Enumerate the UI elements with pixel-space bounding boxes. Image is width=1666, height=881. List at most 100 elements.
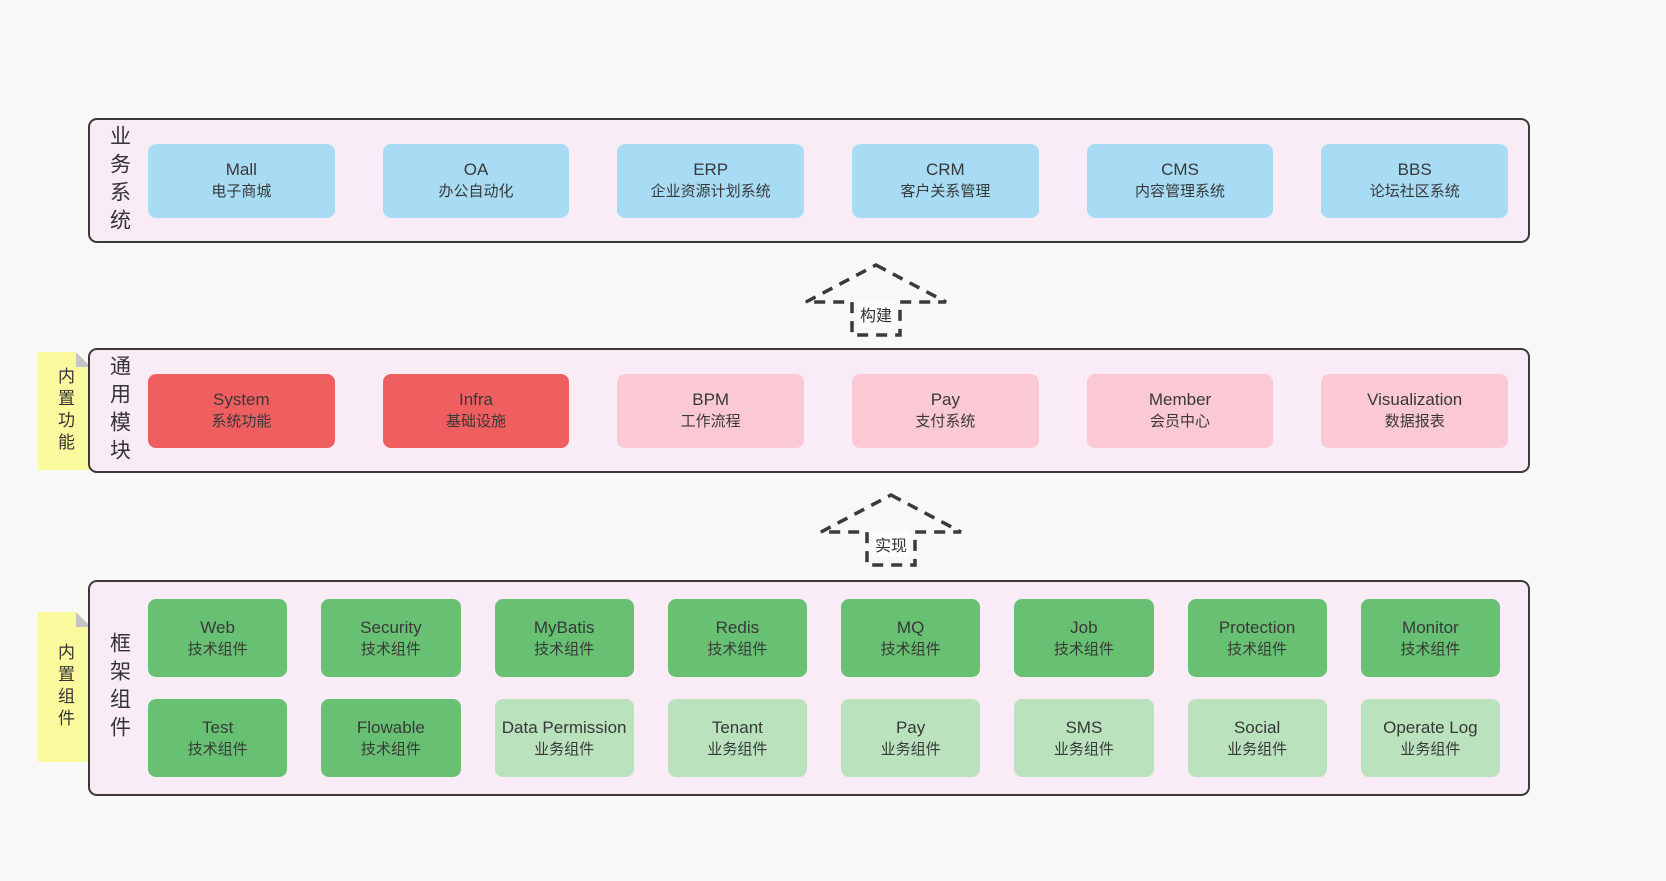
node-desc: 技术组件 [1400, 640, 1461, 658]
node-name: Tenant [711, 717, 763, 737]
layer-business-systems: 业务系统 Mall 电子商城 OA 办公自动化 ERP 企业资源计划系统 CRM… [88, 118, 1530, 243]
components-row-2: Test 技术组件 Flowable 技术组件 Data Permission … [148, 699, 1500, 777]
node-name: SMS [1065, 717, 1103, 737]
node-name: System [212, 390, 270, 409]
node-name: Flowable [356, 717, 425, 737]
layer-label-column: 框架组件 [90, 582, 148, 794]
layer-modules-label: 通用模块 [107, 354, 131, 467]
layer-label-column: 通用模块 [90, 350, 148, 471]
business-node-row: Mall 电子商城 OA 办公自动化 ERP 企业资源计划系统 CRM 客户关系… [148, 143, 1528, 218]
implement-arrow: 实现 [818, 492, 964, 568]
node-mybatis: MyBatis 技术组件 [494, 599, 634, 677]
node-desc: 技术组件 [1227, 640, 1288, 658]
node-flowable: Flowable 技术组件 [321, 699, 461, 777]
node-desc: 支付系统 [915, 413, 976, 431]
implement-arrow-label: 实现 [871, 531, 911, 557]
node-desc: 论坛社区系统 [1369, 183, 1460, 201]
node-desc: 业务组件 [1400, 740, 1461, 758]
node-desc: 会员中心 [1150, 413, 1211, 431]
node-bpm: BPM 工作流程 [617, 373, 805, 448]
layer-components-label: 框架组件 [107, 632, 131, 744]
node-web: Web 技术组件 [148, 599, 288, 677]
node-name: Monitor [1402, 617, 1459, 637]
node-name: Social [1233, 717, 1281, 737]
node-name: Member [1148, 390, 1212, 409]
node-crm: CRM 客户关系管理 [852, 143, 1039, 218]
node-monitor: Monitor 技术组件 [1360, 599, 1500, 677]
node-infra: Infra 基础设施 [382, 373, 570, 448]
node-desc: 办公自动化 [438, 183, 514, 201]
build-arrow-label: 构建 [856, 301, 896, 327]
node-security: Security 技术组件 [321, 599, 461, 677]
node-oa: OA 办公自动化 [382, 143, 570, 218]
node-name: Operate Log [1383, 717, 1478, 737]
node-name: Mall [225, 160, 257, 179]
node-desc: 系统功能 [211, 413, 272, 431]
node-redis: Redis 技术组件 [667, 599, 807, 677]
node-operate-log: Operate Log 业务组件 [1360, 699, 1500, 777]
node-desc: 技术组件 [187, 740, 248, 758]
node-name: OA [463, 160, 489, 179]
layer-business-label: 业务系统 [107, 124, 131, 237]
node-desc: 基础设施 [446, 413, 507, 431]
node-job: Job 技术组件 [1014, 599, 1154, 677]
node-name: Job [1070, 617, 1098, 637]
node-name: Test [202, 717, 234, 737]
node-desc: 技术组件 [360, 640, 421, 658]
node-desc: 工作流程 [680, 413, 741, 431]
node-visualization: Visualization 数据报表 [1321, 373, 1509, 448]
node-desc: 业务组件 [707, 740, 768, 758]
node-desc: 内容管理系统 [1135, 183, 1226, 201]
node-protection: Protection 技术组件 [1187, 599, 1327, 677]
node-desc: 技术组件 [880, 640, 941, 658]
node-name: ERP [693, 160, 729, 179]
node-cms: CMS 内容管理系统 [1086, 143, 1274, 218]
node-name: Data Permission [501, 717, 627, 737]
node-desc: 业务组件 [880, 740, 941, 758]
node-desc: 技术组件 [707, 640, 768, 658]
node-desc: 技术组件 [187, 640, 248, 658]
node-system: System 系统功能 [148, 373, 335, 448]
up-arrow-dashed-icon [805, 263, 947, 337]
node-name: Pay [895, 717, 926, 737]
node-name: MQ [896, 617, 925, 637]
node-name: Web [200, 617, 235, 637]
node-test: Test 技术组件 [148, 699, 288, 777]
modules-node-row: System 系统功能 Infra 基础设施 BPM 工作流程 Pay 支付系统… [148, 373, 1528, 448]
node-desc: 企业资源计划系统 [650, 183, 771, 201]
node-desc: 业务组件 [1053, 740, 1114, 758]
node-social: Social 业务组件 [1187, 699, 1327, 777]
node-name: Pay [930, 390, 960, 409]
node-name: Redis [715, 617, 760, 637]
node-desc: 技术组件 [1053, 640, 1114, 658]
build-arrow: 构建 [803, 262, 949, 338]
node-erp: ERP 企业资源计划系统 [617, 143, 805, 218]
layer-common-modules: 通用模块 System 系统功能 Infra 基础设施 BPM 工作流程 Pay… [88, 348, 1530, 473]
note-text: 内置功能 [55, 367, 74, 455]
node-desc: 技术组件 [360, 740, 421, 758]
node-bbs: BBS 论坛社区系统 [1321, 143, 1509, 218]
node-desc: 业务组件 [534, 740, 595, 758]
sticky-note-built-in-features: 内置功能 [38, 352, 91, 470]
layer-label-column: 业务系统 [90, 120, 148, 241]
components-node-rows: Web 技术组件 Security 技术组件 MyBatis 技术组件 Redi… [148, 599, 1528, 777]
components-row-1: Web 技术组件 Security 技术组件 MyBatis 技术组件 Redi… [148, 599, 1500, 677]
up-arrow-dashed-icon [820, 493, 962, 567]
node-desc: 业务组件 [1227, 740, 1288, 758]
node-pay: Pay 支付系统 [852, 373, 1039, 448]
node-member: Member 会员中心 [1086, 373, 1274, 448]
node-tenant: Tenant 业务组件 [667, 699, 807, 777]
node-name: Visualization [1367, 390, 1463, 409]
node-sms: SMS 业务组件 [1014, 699, 1154, 777]
node-name: BBS [1397, 160, 1432, 179]
node-desc: 电子商城 [211, 183, 272, 201]
node-mq: MQ 技术组件 [841, 599, 981, 677]
node-name: MyBatis [533, 617, 595, 637]
layer-framework-components: 框架组件 Web 技术组件 Security 技术组件 MyBatis 技术组件… [88, 580, 1530, 796]
node-name: Protection [1218, 617, 1296, 637]
note-text: 内置组件 [55, 643, 74, 731]
node-data-permission: Data Permission 业务组件 [494, 699, 634, 777]
node-name: Security [360, 617, 422, 637]
node-desc: 数据报表 [1384, 413, 1445, 431]
